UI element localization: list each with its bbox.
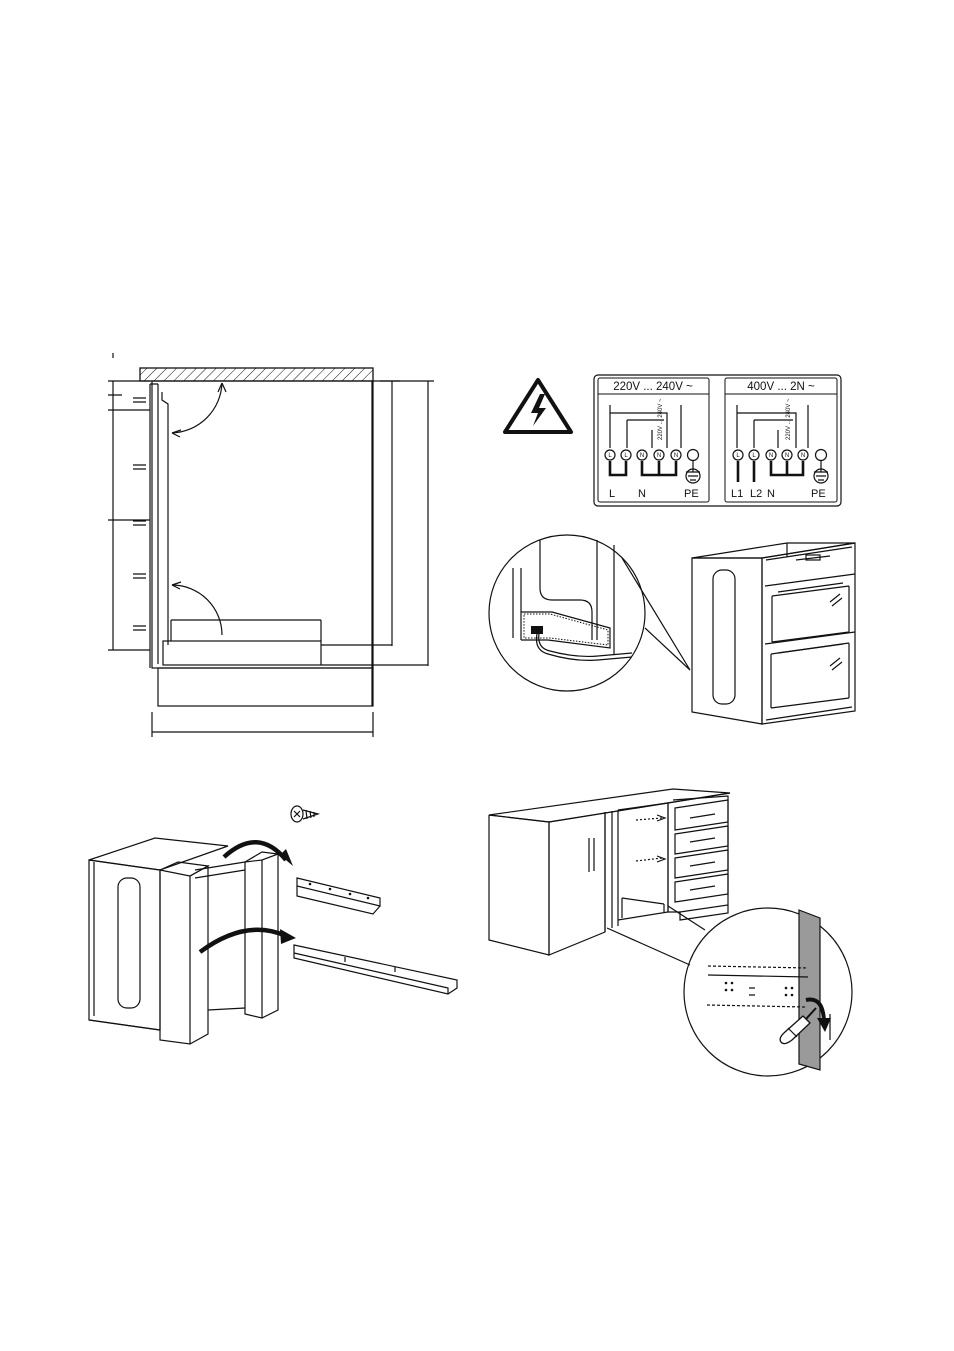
cabinet-outline (152, 381, 373, 668)
dimension-lines (108, 353, 434, 737)
door-swing-arc-lower (172, 585, 222, 635)
svg-text:N: N (785, 453, 789, 459)
svg-text:N: N (801, 453, 805, 459)
plinth-outline (158, 668, 373, 706)
svg-text:N: N (640, 453, 644, 459)
front-panel (150, 384, 158, 668)
svg-text:N: N (657, 453, 661, 459)
drawer-handles (133, 398, 146, 630)
wiring-three-phase-label-l2: L2 (750, 488, 762, 500)
wiring-three-phase-label-pe: PE (811, 488, 826, 500)
worktop-hatch (140, 368, 373, 381)
wiring-single-phase-label-n: N (638, 488, 646, 500)
wiring-single-phase-vertical-label: 220V ... 240V ~ (658, 398, 664, 440)
wiring-single-phase-label-pe: PE (684, 488, 699, 500)
drawer-stack (668, 796, 728, 920)
wiring-three-phase-vertical-label: 220V ... 240V ~ (786, 398, 792, 440)
kitchen-cabinet-diagram (489, 789, 852, 1076)
svg-text:N: N (674, 453, 678, 459)
svg-text:N: N (769, 453, 773, 459)
cabinet-section-diagram (108, 353, 434, 737)
wiring-three-phase-header: 400V ... 2N ~ (747, 381, 815, 393)
wiring-diagram-panel: 220V ... 240V ~ 220V ... 240V ~ L L N N … (594, 375, 841, 506)
oven-cable-callout (489, 535, 855, 724)
wiring-three-phase-label-l1: L1 (731, 488, 743, 500)
door-swing-arc-upper (172, 383, 222, 433)
mount-arrow-lower (200, 930, 286, 952)
detail-callout-circle (684, 908, 852, 1076)
wiring-single-phase-label-l: L (609, 488, 615, 500)
screw-icon (291, 806, 318, 822)
wiring-single-phase-header: 220V ... 240V ~ (613, 381, 693, 393)
long-rail (294, 945, 457, 994)
high-voltage-warning-icon (505, 380, 571, 432)
bracket-mounting-diagram (89, 806, 457, 1044)
double-oven (692, 543, 855, 724)
wiring-three-phase-label-n: N (767, 488, 775, 500)
vent-strip (163, 641, 321, 665)
mount-arrow-upper (224, 842, 286, 860)
small-bracket (297, 878, 380, 914)
